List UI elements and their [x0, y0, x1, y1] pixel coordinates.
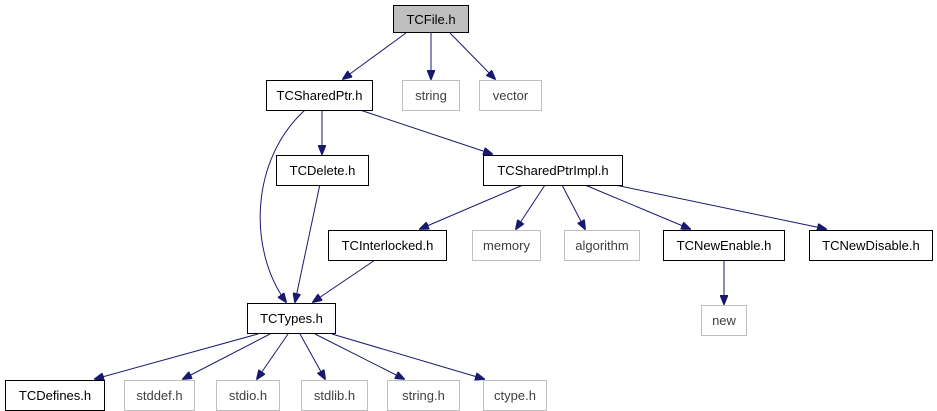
edge-tcfile-vector: [449, 32, 495, 79]
node-algorithm: algorithm: [564, 230, 640, 261]
node-tcinterlocked[interactable]: TCInterlocked.h: [328, 230, 447, 261]
node-vector: vector: [479, 80, 542, 111]
node-tcdefines[interactable]: TCDefines.h: [5, 380, 105, 411]
node-stringh: string.h: [387, 380, 460, 411]
node-memory: memory: [472, 230, 541, 261]
edge-tctypes-stdio: [257, 333, 289, 379]
node-stddef: stddef.h: [124, 380, 195, 411]
node-tctypes[interactable]: TCTypes.h: [247, 303, 336, 334]
node-stdio: stdio.h: [216, 380, 280, 411]
edge-tcsharedptrimpl-tcinterlocked: [420, 184, 524, 229]
node-tcnewdisable[interactable]: TCNewDisable.h: [809, 230, 933, 261]
node-stdlib: stdlib.h: [301, 380, 368, 411]
node-tcnewenable[interactable]: TCNewEnable.h: [663, 230, 785, 261]
edge-tcfile-tcsharedptr: [343, 32, 407, 79]
node-tcsharedptrimpl[interactable]: TCSharedPtrImpl.h: [483, 155, 623, 186]
edge-tctypes-stddef: [183, 333, 271, 379]
node-ctype: ctype.h: [483, 380, 547, 411]
edge-tctypes-ctype: [331, 333, 484, 379]
edge-tcsharedptr-tcsharedptrimpl: [359, 109, 492, 154]
edge-tcsharedptrimpl-tcnewenable: [584, 184, 690, 229]
node-string: string: [402, 80, 460, 111]
edge-tcsharedptrimpl-tcnewdisable: [614, 184, 826, 229]
edge-tctypes-stringh: [314, 333, 404, 379]
edge-tctypes-stdlib: [299, 333, 325, 379]
node-new: new: [701, 305, 747, 336]
edge-tcsharedptrimpl-algorithm: [561, 184, 585, 229]
edge-tcsharedptrimpl-memory: [516, 184, 546, 229]
edge-tcdelete-tctypes: [295, 183, 321, 302]
edge-tcinterlocked-tctypes: [313, 259, 376, 302]
edge-tcsharedptr-tctypes: [259, 109, 306, 302]
edge-tctypes-tcdefines: [95, 333, 259, 379]
node-tcfile: TCFile.h: [393, 5, 469, 33]
node-tcsharedptr[interactable]: TCSharedPtr.h: [266, 80, 373, 111]
node-tcdelete[interactable]: TCDelete.h: [276, 155, 369, 186]
